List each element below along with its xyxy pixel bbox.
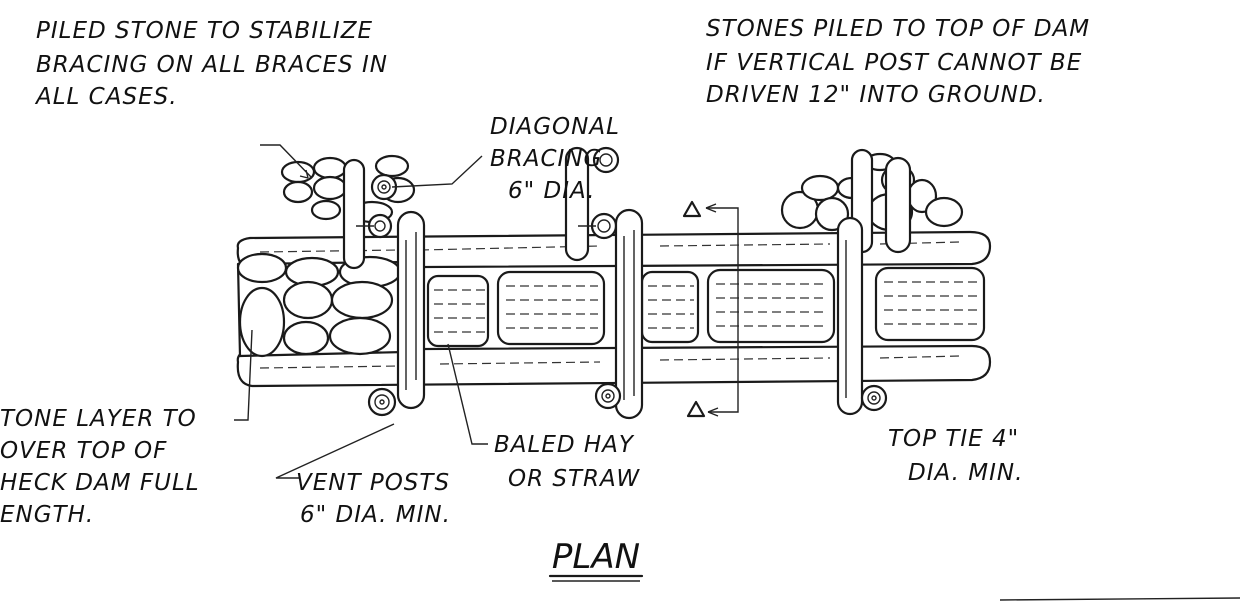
leader-lines (234, 144, 488, 479)
stone-fill (236, 252, 402, 358)
diagonal-brace-left (342, 158, 398, 270)
hay-bales (426, 266, 986, 348)
stones-piled-label: STONES PILED TO TOP OF DAM IF VERTICAL P… (706, 16, 1098, 108)
vent-posts-label: VENT POSTS 6" DIA. MIN. (296, 470, 458, 528)
diagonal-bracing-label: DIAGONAL BRACING 6" DIA. (490, 114, 628, 204)
dam-body (236, 230, 992, 388)
vent-post-middle (594, 208, 644, 420)
piled-stone-label: PILED STONE TO STABILIZE BRACING ON ALL … (34, 18, 396, 110)
baled-hay-label: BALED HAY OR STRAW (494, 432, 642, 492)
top-tie-label: TOP TIE 4" DIA. MIN. (888, 426, 1028, 486)
stone-layer-label: TONE LAYER TO OVER TOP OF HECK DAM FULL … (0, 406, 208, 528)
vent-post-left (367, 210, 426, 417)
svg-text:PLAN: PLAN (552, 537, 640, 577)
plan-title: PLAN (548, 537, 644, 582)
section-marker (682, 200, 739, 418)
vent-post-right (836, 216, 888, 416)
